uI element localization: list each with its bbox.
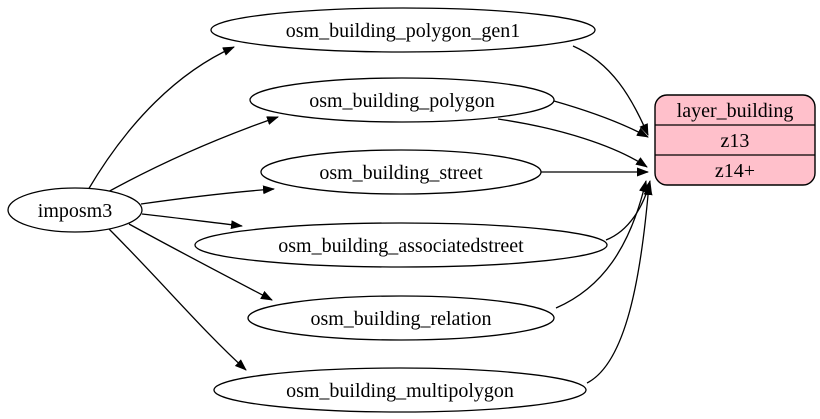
node-osm-building-relation: osm_building_relation [247, 295, 555, 341]
associatedstreet-ellipse [194, 222, 608, 268]
edge-imposm3-to-osm-building-relation [128, 223, 273, 301]
relation-label: osm_building_relation [310, 308, 491, 330]
layer-row-z13: z13 [721, 130, 750, 152]
edge-polygon-to-z13 [553, 100, 649, 138]
edge-polygon-to-z14 [497, 118, 648, 168]
edge-multipolygon-to-z14 [586, 183, 653, 384]
node-layer-building: layer_building z13 z14+ [654, 94, 816, 186]
node-osm-building-polygon: osm_building_polygon [249, 77, 555, 123]
edge-imposm3-to-osm-building-polygon [105, 116, 279, 194]
imposm3-label: imposm3 [38, 200, 112, 222]
edge-imposm3-to-osm-building-multipolygon [108, 228, 247, 371]
layer-row-z14: z14+ [715, 160, 755, 182]
edge-gen1-to-z13 [572, 45, 649, 136]
layer-building-box [654, 94, 816, 186]
node-osm-building-polygon-gen1: osm_building_polygon_gen1 [210, 7, 596, 53]
associatedstreet-label: osm_building_associatedstreet [278, 235, 524, 257]
node-osm-building-associatedstreet: osm_building_associatedstreet [194, 222, 608, 268]
node-osm-building-street: osm_building_street [260, 149, 542, 195]
layer-building-title: layer_building [677, 100, 794, 122]
imposm3-ellipse [7, 187, 143, 233]
polygon-gen1-label: osm_building_polygon_gen1 [286, 20, 520, 42]
relation-ellipse [247, 295, 555, 341]
street-label: osm_building_street [319, 162, 483, 184]
polygon-label: osm_building_polygon [309, 90, 495, 112]
polygon-gen1-ellipse [210, 7, 596, 53]
edges-tables-to-layer [497, 45, 653, 384]
edge-imposm3-to-osm-building-street [140, 185, 275, 205]
edges-source-to-tables [87, 46, 279, 371]
edge-imposm3-to-osm-building-associatedstreet [141, 213, 243, 230]
polygon-ellipse [249, 77, 555, 123]
street-ellipse [260, 149, 542, 195]
edge-relation-to-z14 [555, 180, 648, 309]
node-osm-building-multipolygon: osm_building_multipolygon [213, 367, 587, 413]
node-imposm3: imposm3 [7, 187, 143, 233]
multipolygon-label: osm_building_multipolygon [286, 380, 514, 402]
multipolygon-ellipse [213, 367, 587, 413]
edge-imposm3-to-osm-building-polygon-gen1 [87, 46, 235, 191]
